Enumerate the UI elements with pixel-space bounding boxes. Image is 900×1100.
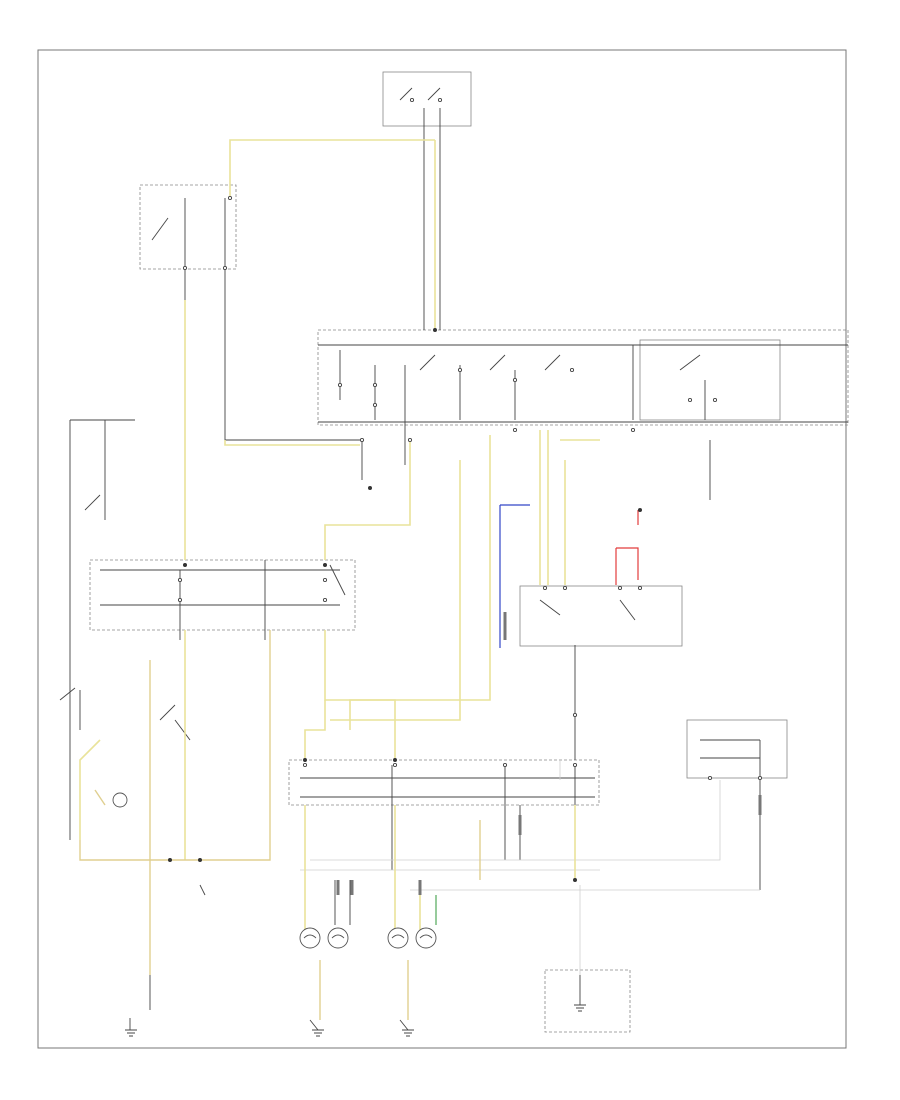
- connector-stubs: [336, 612, 762, 895]
- tan-wires: [79, 630, 481, 1020]
- left-headlight-icon: [299, 927, 349, 949]
- ground-icon: [574, 1004, 586, 1012]
- right-headlight-icon: [387, 927, 437, 949]
- light-grey-wires: [300, 760, 760, 975]
- component-boxes: [89, 71, 849, 1033]
- switch-contacts: [59, 87, 763, 781]
- diagram-frame: [37, 49, 847, 1049]
- ground-icon: [125, 1029, 137, 1037]
- black-wires: [69, 108, 848, 1031]
- yellow-wires: [79, 139, 600, 930]
- ground-icon: [312, 1029, 324, 1037]
- lamps: [112, 792, 437, 949]
- bottom-right-ground-box: [544, 969, 631, 1033]
- headlight-switch-box: [317, 329, 849, 426]
- lower-fuse-box: [288, 759, 600, 806]
- right-side-box: [686, 719, 788, 779]
- blue-wire: [499, 504, 530, 648]
- center-relay-box: [519, 585, 683, 647]
- dimmer-relay-box: [89, 559, 356, 631]
- left-relay-box: [139, 184, 237, 270]
- splice-points: [168, 328, 642, 882]
- right-switch-box: [639, 339, 781, 421]
- ground-symbols: [125, 1004, 586, 1037]
- red-wire: [615, 510, 639, 585]
- top-switch-box: [382, 71, 472, 127]
- ground-icon: [402, 1029, 414, 1037]
- indicator-lamp-icon: [112, 792, 128, 808]
